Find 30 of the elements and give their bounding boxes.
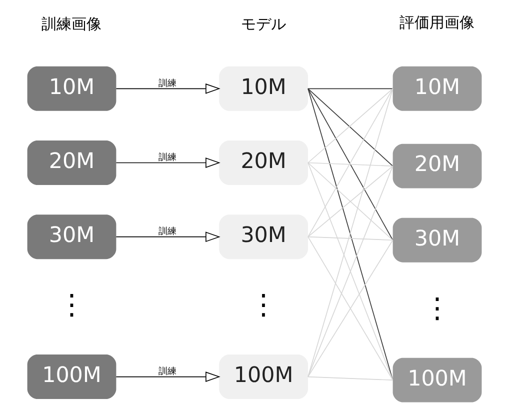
label: モデル: [241, 16, 286, 33]
node-box: 20M: [392, 144, 482, 188]
node-box: 100M: [27, 354, 116, 400]
connector: [308, 162, 394, 166]
node-box: 10M: [219, 66, 308, 111]
connector: [308, 376, 394, 380]
edge-label: 訓練: [158, 367, 177, 378]
node-box: 10M: [392, 66, 482, 111]
label: ⋮: [423, 291, 452, 324]
label: ⋮: [250, 288, 278, 321]
edge-label: 訓練: [158, 227, 177, 238]
node-box: 30M: [392, 218, 482, 262]
connector: [308, 236, 394, 241]
label: 訓練画像: [42, 16, 102, 33]
label: 評価用画像: [400, 14, 475, 32]
edge-label: 訓練: [158, 79, 177, 90]
node-box: 100M: [219, 354, 308, 400]
node-box: 20M: [219, 140, 308, 185]
label: ⋮: [58, 288, 86, 321]
edge-label: 訓練: [158, 153, 177, 164]
connector: [308, 88, 394, 90]
node-box: 100M: [392, 358, 482, 402]
arrow: [116, 372, 220, 382]
node-box: 30M: [27, 214, 116, 260]
node-box: 20M: [27, 140, 116, 185]
node-box: 30M: [219, 214, 308, 260]
arrow: [116, 83, 220, 94]
arrow: [116, 158, 220, 168]
node-box: 10M: [27, 66, 116, 111]
arrow: [116, 232, 220, 242]
